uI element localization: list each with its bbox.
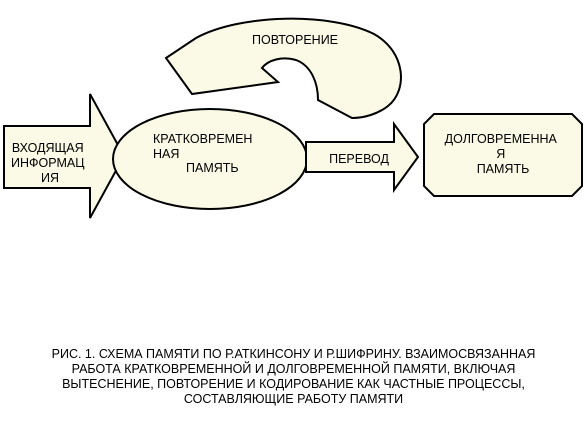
long-term-memory-box	[423, 113, 583, 197]
caption-line: ВЫТЕСНЕНИЕ, ПОВТОРЕНИЕ И КОДИРОВАНИЕ КАК…	[62, 377, 525, 391]
long-term-label-line: Я	[496, 147, 505, 161]
input-label-line: ИНФОРМАЦ	[11, 156, 85, 170]
caption-line: СОСТАВЛЯЮЩИЕ РАБОТУ ПАМЯТИ	[183, 392, 404, 406]
short-term-label-line: НАЯ	[153, 147, 179, 161]
caption-line: РАБОТА КРАТКОВРЕМЕННОЙ И ДОЛГОВРЕМЕННОЙ …	[71, 362, 516, 376]
figure-caption: РИС. 1. СХЕМА ПАМЯТИ ПО Р.АТКИНСОНУ И Р.…	[0, 347, 587, 407]
transfer-arrow	[305, 120, 420, 194]
short-term-memory-label: КРАТКОВРЕМЕН НАЯ ПАМЯТЬ	[153, 130, 257, 175]
long-term-label-line: ДОЛГОВРЕМЕННА	[445, 132, 558, 146]
rehearsal-arrow	[164, 17, 402, 120]
short-term-label-line: ПАМЯТЬ	[186, 161, 239, 175]
short-term-memory-ellipse	[112, 108, 308, 210]
input-arrow	[3, 93, 126, 219]
short-term-label-line: КРАТКОВРЕМЕН	[153, 132, 252, 146]
input-label-line: ИЯ	[41, 171, 59, 185]
caption-line: РИС. 1. СХЕМА ПАМЯТИ ПО Р.АТКИНСОНУ И Р.…	[51, 347, 536, 361]
input-label-line: ВХОДЯЩАЯ	[12, 141, 84, 155]
long-term-label-line: ПАМЯТЬ	[477, 162, 530, 176]
long-term-memory-label: ДОЛГОВРЕМЕННА Я ПАМЯТЬ	[445, 130, 562, 176]
rehearsal-label: ПОВТОРЕНИЕ	[252, 33, 338, 47]
transfer-label: ПЕРЕВОД	[329, 152, 389, 166]
input-label: ВХОДЯЩАЯ ИНФОРМАЦ ИЯ	[11, 139, 89, 185]
